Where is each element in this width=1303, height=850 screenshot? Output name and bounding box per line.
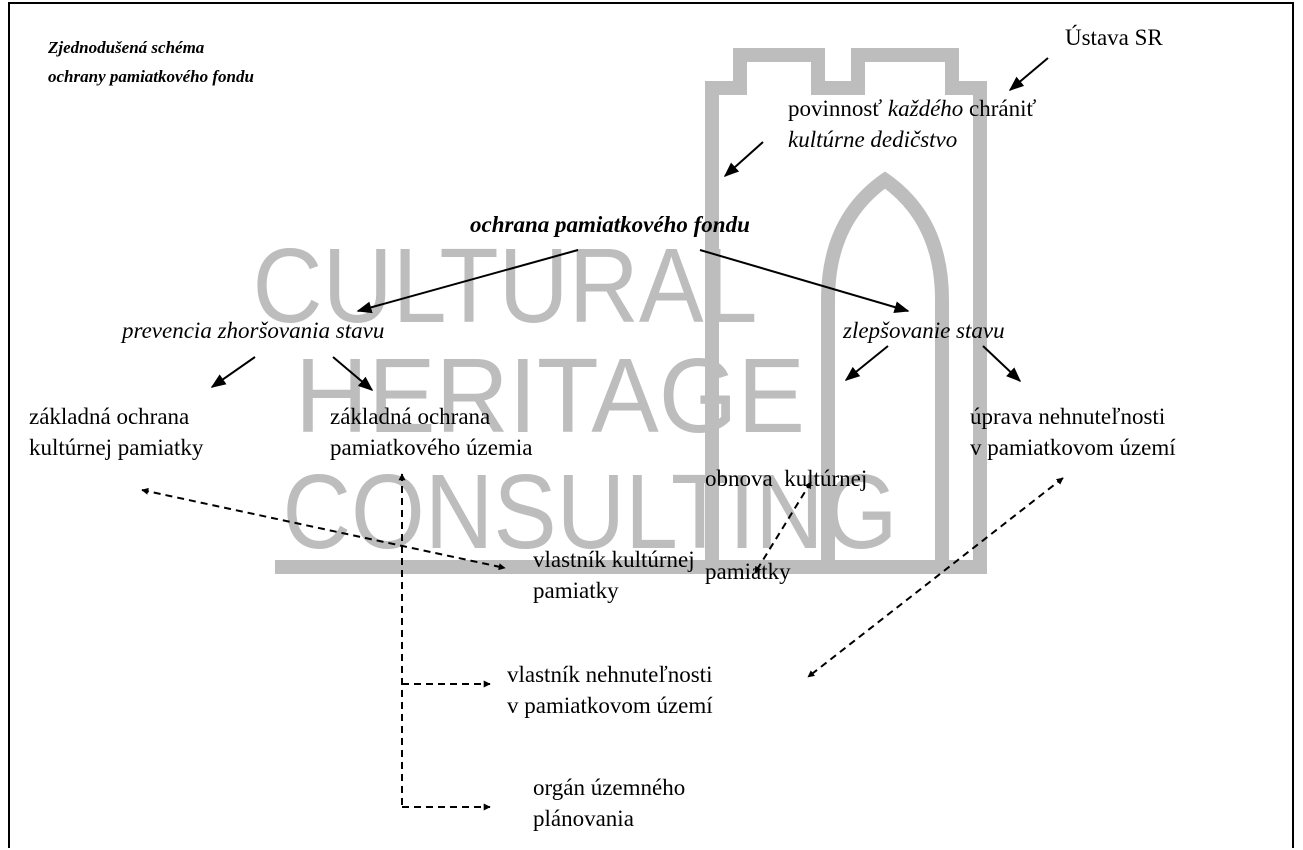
node-uprava: úprava nehnuteľnosti v pamiatkovom území: [970, 401, 1176, 463]
node-zlepsovanie: zlepšovanie stavu: [843, 318, 1005, 343]
dashed-link-uprava-nehnutelnost-owner: [807, 477, 1064, 678]
node-zakladna-uzemia: základná ochrana pamiatkového územia: [330, 401, 532, 463]
arrow-zlepsovanie-to-uprava: [982, 345, 1022, 383]
dashed-link-obnova-owner: [754, 481, 812, 574]
node-organ-line1: orgán územného: [533, 775, 686, 800]
node-vlastnik-pamiatky-line1: vlastník kultúrnej: [533, 547, 695, 572]
diagram-title-line2: ochrany pamiatkového fondu: [48, 67, 254, 86]
node-uprava-line2: v pamiatkovom území: [970, 435, 1176, 460]
node-zakladna-uzemia-line2: pamiatkového územia: [330, 435, 533, 460]
node-organ-line2: plánovania: [533, 806, 634, 831]
node-vlastnik-pamiatky: vlastník kultúrnej pamiatky: [533, 544, 695, 606]
node-vlastnik-nehnutelnosti-line1: vlastník nehnuteľnosti: [507, 662, 713, 687]
node-povinnost-line2: kultúrne dedičstvo: [788, 127, 958, 152]
arrow-prevencia-to-zakladna-pamiatky: [210, 356, 256, 388]
node-zakladna-pamiatky: základná ochrana kultúrnej pamiatky: [29, 401, 203, 463]
node-povinnost-text-c: chrániť: [963, 96, 1037, 121]
arrow-ochrana-to-prevencia: [356, 249, 579, 314]
node-zakladna-pamiatky-line1: základná ochrana: [29, 404, 190, 429]
watermark-window: [821, 171, 949, 560]
node-obnova-line1: obnova kultúrnej: [705, 466, 868, 491]
arrow-zlepsovanie-to-obnova: [844, 345, 889, 381]
node-obnova-line2: pamiatky: [705, 559, 791, 584]
dashed-link-pamiatka-owner: [141, 487, 506, 571]
watermark-text-cultural: CULTURAL: [253, 227, 758, 345]
diagram-title: Zjednodušená schéma ochrany pamiatkového…: [48, 33, 254, 91]
watermark-tower-outline: [275, 48, 987, 574]
node-ustava: Ústava SR: [1065, 25, 1163, 50]
node-vlastnik-nehnutelnosti-line2: v pamiatkovom území: [507, 693, 713, 718]
node-zakladna-uzemia-line1: základná ochrana: [330, 404, 491, 429]
arrow-ochrana-to-zlepsovanie: [699, 249, 910, 313]
node-vlastnik-pamiatky-line2: pamiatky: [533, 578, 619, 603]
diagram-frame: [8, 2, 1294, 848]
arrow-prevencia-to-zakladna-uzemia: [332, 356, 374, 391]
node-organ: orgán územného plánovania: [533, 772, 685, 834]
node-povinnost: povinnosť každého chrániť kultúrne dedič…: [788, 93, 1036, 155]
arrow-povinnost-to-ochrana: [723, 141, 764, 178]
node-povinnost-text-b: každého: [887, 96, 964, 121]
diagram-title-line1: Zjednodušená schéma: [48, 38, 205, 57]
node-povinnost-line1: povinnosť každého chrániť: [788, 93, 1036, 124]
node-ochrana: ochrana pamiatkového fondu: [470, 212, 750, 237]
node-prevencia: prevencia zhoršovania stavu: [122, 318, 385, 343]
node-obnova: obnova kultúrnej pamiatky: [705, 401, 867, 618]
watermark-text-heritage: HERITAGE: [295, 337, 805, 455]
node-uprava-line1: úprava nehnuteľnosti: [970, 404, 1166, 429]
node-zakladna-pamiatky-line2: kultúrnej pamiatky: [29, 435, 204, 460]
arrow-ustava-to-povinnost: [1008, 57, 1049, 91]
node-vlastnik-nehnutelnosti: vlastník nehnuteľnosti v pamiatkovom úze…: [507, 659, 713, 721]
node-povinnost-text-a: povinnosť: [788, 96, 888, 121]
